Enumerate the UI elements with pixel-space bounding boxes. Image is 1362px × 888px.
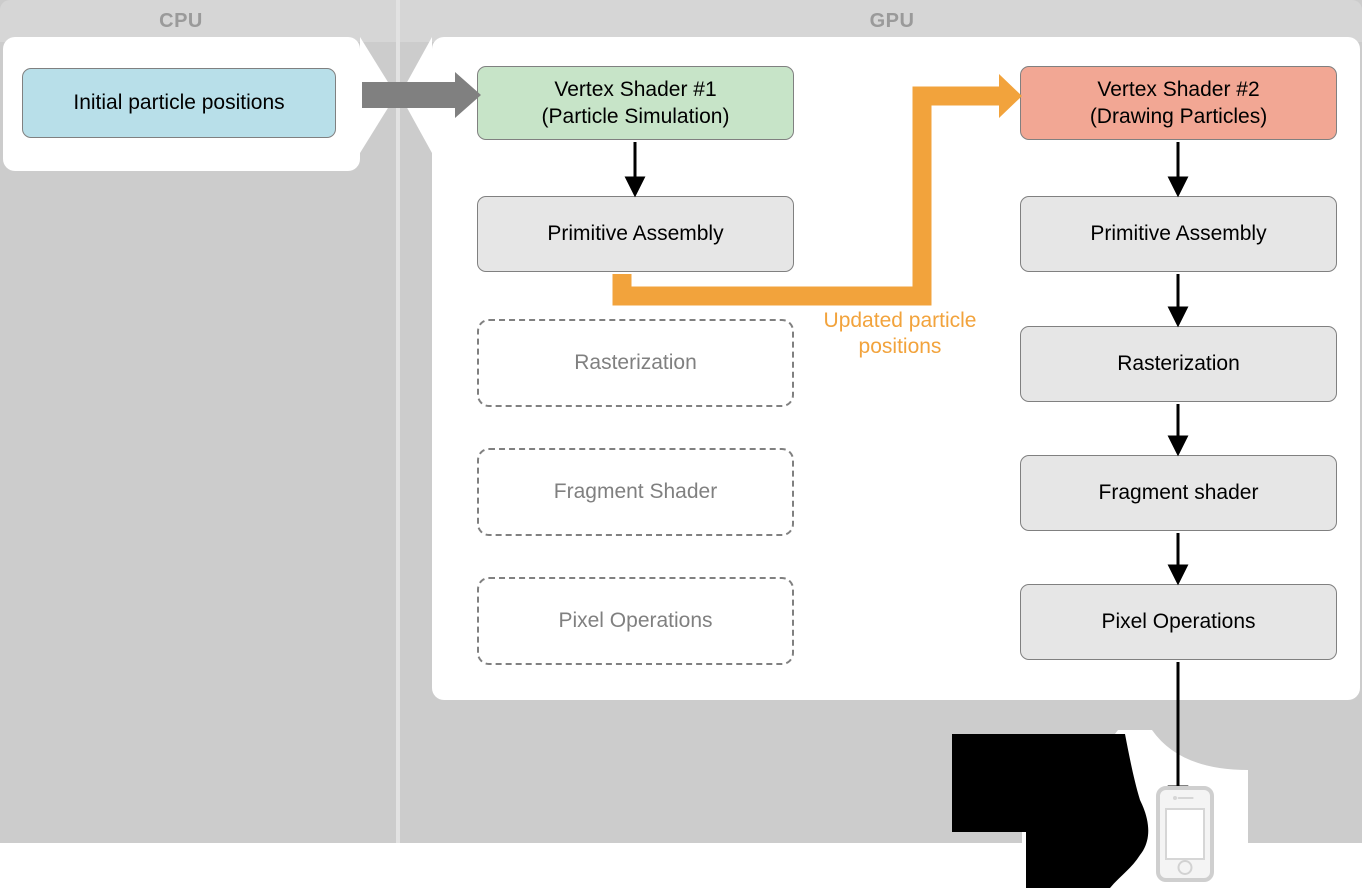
stage-primitive-assembly-2[interactable]: Primitive Assembly [1020, 196, 1337, 272]
annotation-line-2: positions [858, 335, 942, 359]
phone-speaker-slot [1177, 797, 1194, 799]
stage-pixel-operations-2[interactable]: Pixel Operations [1020, 584, 1337, 660]
stage-pixel-operations-1: Pixel Operations [477, 577, 794, 665]
cpu-header-band [0, 0, 396, 42]
stage-vertex-shader-2-line2: (Drawing Particles) [1089, 105, 1268, 128]
phone-screen [1165, 808, 1205, 860]
stage-fragment-shader-1: Fragment Shader [477, 448, 794, 536]
section-label-gpu: GPU [869, 10, 915, 32]
annotation-updated-particle-positions: Updated particle positions [790, 308, 1010, 361]
stage-primitive-assembly-1[interactable]: Primitive Assembly [477, 196, 794, 272]
stage-rasterization-1: Rasterization [477, 319, 794, 407]
phone-camera-dot [1173, 796, 1177, 800]
stage-vertex-shader-2[interactable]: Vertex Shader #2 (Drawing Particles) [1020, 66, 1337, 140]
stage-rasterization-2[interactable]: Rasterization [1020, 326, 1337, 402]
stage-fragment-shader-2[interactable]: Fragment shader [1020, 455, 1337, 531]
output-panel [1022, 730, 1248, 888]
gpu-header-band [400, 0, 1362, 42]
stage-vertex-shader-1-line1: Vertex Shader #1 [554, 77, 717, 101]
stage-vertex-shader-1-line2: (Particle Simulation) [541, 105, 730, 128]
stage-vertex-shader-2-line1: Vertex Shader #2 [1097, 77, 1260, 101]
stage-initial-particle-positions[interactable]: Initial particle positions [22, 68, 336, 138]
phone-home-button [1177, 860, 1193, 875]
smartphone-icon [1156, 786, 1214, 882]
lane-separator [396, 0, 400, 843]
section-label-cpu: CPU [159, 10, 203, 32]
annotation-line-1: Updated particle [823, 309, 977, 332]
stage-vertex-shader-1[interactable]: Vertex Shader #1 (Particle Simulation) [477, 66, 794, 140]
